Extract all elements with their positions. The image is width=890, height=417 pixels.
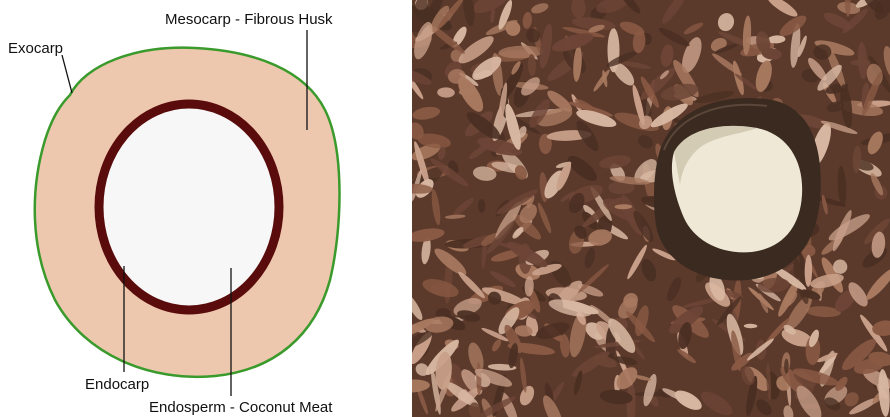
exocarp-leader-line <box>62 55 72 93</box>
diagram-svg <box>0 0 412 417</box>
endocarp-ring <box>99 104 279 310</box>
coconut-cross-section-diagram: Exocarp Mesocarp - Fibrous Husk Endocarp… <box>0 0 412 417</box>
coconut-shell-photo <box>412 0 890 417</box>
coconut-shell-half <box>654 98 821 280</box>
dry-leaf <box>784 359 789 374</box>
endocarp-label: Endocarp <box>85 377 149 392</box>
endosperm-label: Endosperm - Coconut Meat <box>149 400 332 415</box>
mesocarp-label: Mesocarp - Fibrous Husk <box>165 12 333 27</box>
photo-svg <box>412 0 890 417</box>
exocarp-label: Exocarp <box>8 41 63 56</box>
